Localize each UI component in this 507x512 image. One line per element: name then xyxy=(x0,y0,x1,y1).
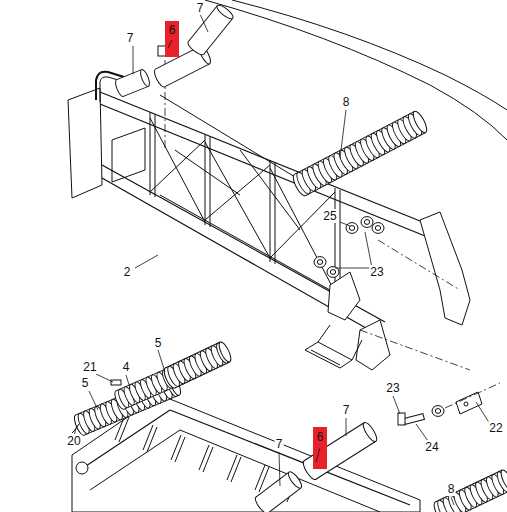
callout-number: 20 xyxy=(66,434,81,448)
frame-line xyxy=(102,165,385,322)
frame-line xyxy=(352,340,362,360)
callout-number: 2 xyxy=(123,265,132,279)
frame-line xyxy=(100,104,430,238)
plate xyxy=(328,272,360,320)
callout-number: 23 xyxy=(369,265,384,279)
nut-washer xyxy=(314,257,326,268)
callout-number: 6 xyxy=(168,23,177,37)
callout-number: 7 xyxy=(342,403,351,417)
callout-number: 21 xyxy=(82,360,97,374)
callout-number: 22 xyxy=(488,421,503,435)
callout-number: 8 xyxy=(447,482,456,496)
main-frame xyxy=(68,3,470,370)
frame-line xyxy=(171,435,181,460)
frame-line xyxy=(378,240,460,290)
plate xyxy=(420,212,470,325)
frame-line xyxy=(270,168,335,292)
frame-line xyxy=(160,95,300,180)
callout-number: 25 xyxy=(322,209,337,223)
frame-line xyxy=(360,330,470,370)
callout-number: 4 xyxy=(122,360,131,374)
highlight-bar xyxy=(165,21,179,57)
frame-line xyxy=(102,178,380,336)
frame-line xyxy=(150,140,205,192)
frame-line xyxy=(270,192,335,258)
frame-line xyxy=(119,417,129,442)
plate xyxy=(456,392,482,414)
frame-line xyxy=(205,135,206,225)
callout-number: 5 xyxy=(154,336,163,350)
frame-line xyxy=(227,455,237,480)
frame-line xyxy=(175,150,240,195)
frame-line xyxy=(231,457,241,482)
frame-line xyxy=(143,425,153,450)
highlight-bar xyxy=(313,427,327,469)
nut-washer xyxy=(432,406,444,417)
frame-line xyxy=(205,165,270,220)
frame-line xyxy=(160,195,330,290)
roller xyxy=(301,421,379,482)
spiral-roller xyxy=(291,109,430,197)
callout-number: 7 xyxy=(196,1,205,15)
frame-line xyxy=(270,160,271,262)
spiral-roller xyxy=(432,468,507,512)
callout-number: 7 xyxy=(126,31,135,45)
frame-line xyxy=(205,142,270,258)
callout-number: 24 xyxy=(424,440,439,454)
frame-line xyxy=(147,427,157,452)
frame-line xyxy=(199,445,209,470)
plate xyxy=(68,88,102,198)
frame-line xyxy=(150,112,151,195)
callout-number: 8 xyxy=(342,95,351,109)
frame-line xyxy=(90,430,180,490)
plate xyxy=(356,320,390,370)
frame-line xyxy=(150,118,205,222)
callout-number: 6 xyxy=(316,430,325,444)
roller xyxy=(253,470,304,512)
spiral-roller xyxy=(162,340,233,389)
frame-line xyxy=(445,383,500,408)
frame-line xyxy=(255,465,265,490)
nut-washer xyxy=(346,223,358,234)
callout-number: 5 xyxy=(81,376,90,390)
nut-washer xyxy=(372,223,384,234)
hood-outline xyxy=(205,0,507,140)
frame-line xyxy=(318,325,330,342)
roller xyxy=(186,3,235,57)
frame-line xyxy=(175,437,185,462)
lower-frame xyxy=(72,340,507,512)
frame-line xyxy=(203,447,213,472)
roller xyxy=(114,68,152,97)
leader-lines xyxy=(74,14,490,505)
plate xyxy=(72,395,420,512)
nut-washer xyxy=(361,217,373,228)
callout-number: 23 xyxy=(385,381,400,395)
frame-line xyxy=(240,150,300,230)
callout-number: 7 xyxy=(275,437,284,451)
highlight-marks xyxy=(165,21,327,469)
